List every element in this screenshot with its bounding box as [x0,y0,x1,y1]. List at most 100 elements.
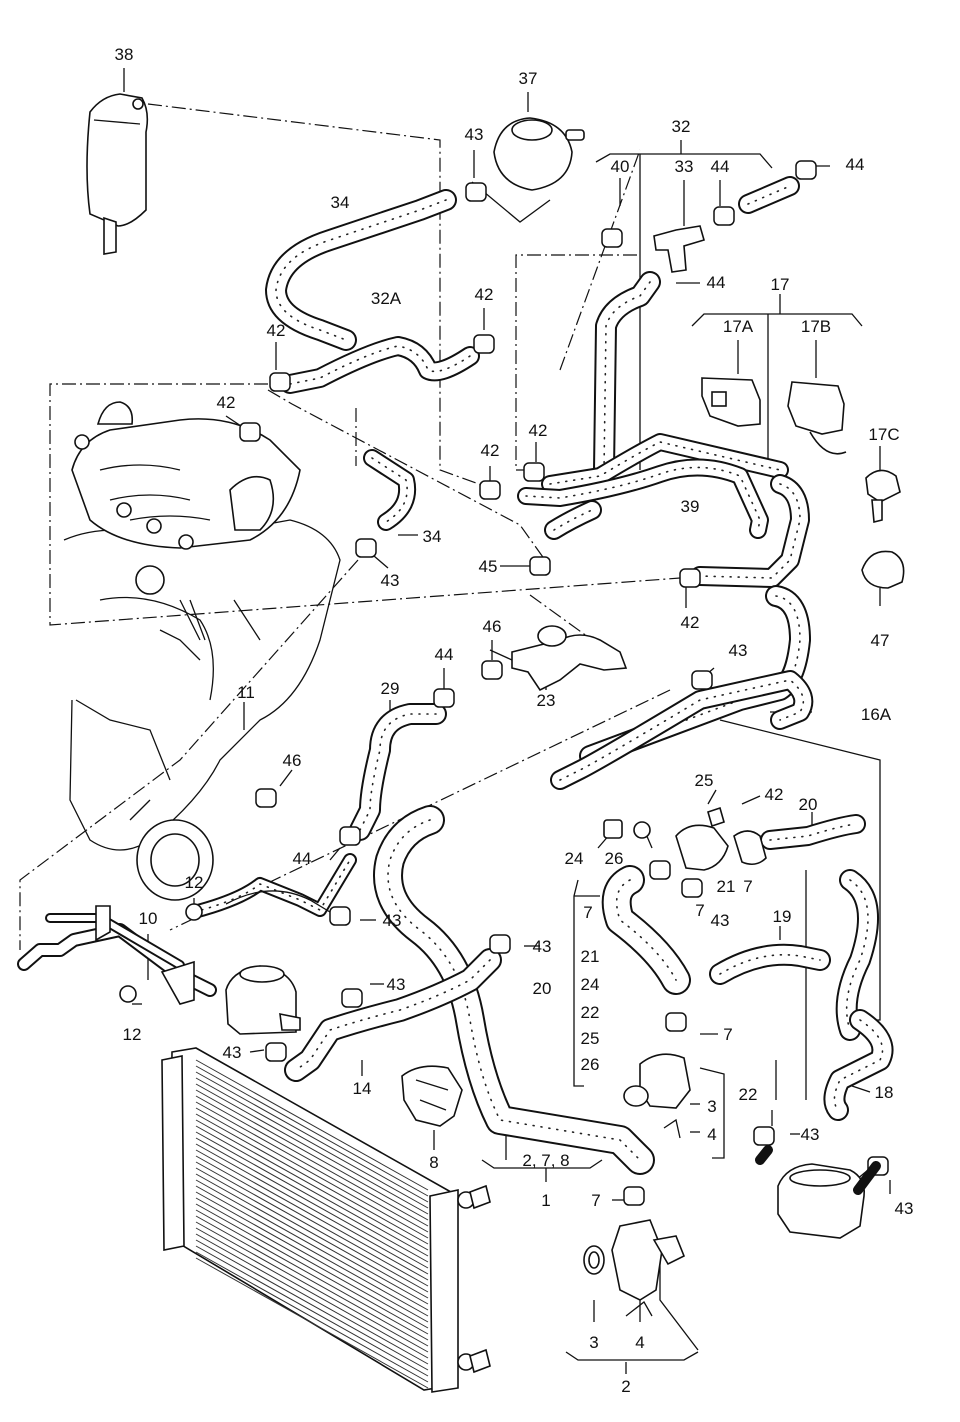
hose-clamp [473,334,495,354]
part-label-25: 25 [695,771,714,790]
part-label-44a: 44 [711,157,730,176]
hose-clamp [465,182,487,202]
hose-20 [760,814,866,850]
part-label-39: 39 [681,497,700,516]
radiator-fin [195,1155,429,1287]
radiator-fin [195,1137,429,1269]
radiator-fin [195,1215,429,1347]
hose-clamp [433,688,455,708]
hose-clamp [529,556,551,576]
part-label-17B: 17B [801,317,831,336]
radiator-fin [195,1119,429,1251]
expansion-reservoir-upper [86,93,149,255]
part-label-43h: 43 [223,1043,242,1062]
part-label-44c: 44 [707,273,726,292]
part-label-8: 8 [429,1153,438,1172]
radiator-fin [195,1227,429,1359]
part-label-43j: 43 [895,1199,914,1218]
radiator-fin [195,1257,429,1389]
part-label-17: 17 [771,275,790,294]
radiator-fin [195,1077,429,1209]
part-label-43g: 43 [387,975,406,994]
hose-7-vertical [601,865,691,995]
engine-block [63,519,341,901]
part-label-42e: 42 [529,421,548,440]
radiator-fin [195,1185,429,1317]
hose-clamp [601,228,623,248]
part-label-20a: 20 [799,795,818,814]
hose-32-right [738,176,800,214]
radiator-fin [195,1239,429,1371]
part-label-12a: 12 [185,873,204,892]
spring-clip-47 [861,550,905,589]
hose-19 [709,943,831,985]
radiator-fin [195,1191,429,1323]
hose-34-lower [363,449,416,531]
part-label-3b: 3 [589,1333,598,1352]
hose-clamp [329,906,351,926]
part-label-29: 29 [381,679,400,698]
hose-18 [835,869,879,1041]
hose-clamp [649,860,671,880]
hose-clamps [239,160,889,1206]
part-label-17C: 17C [868,425,899,444]
hose-clamp [489,934,511,954]
oil-cooler [755,1145,881,1239]
part-label-2group: 2, 7, 8 [522,1151,569,1170]
part-label-7c: 7 [695,901,704,920]
hose-39-main [517,458,769,539]
hose-clamp [269,372,291,392]
part-label-44e: 44 [293,849,312,868]
radiator-fin [195,1197,429,1329]
part-label-43c: 43 [729,641,748,660]
radiator-fin [195,1179,429,1311]
part-label-12b: 12 [123,1025,142,1044]
hose-44-upper [593,271,661,481]
expansion-tank [471,117,585,223]
part-label-2: 2 [621,1377,630,1396]
part-label-43a: 43 [465,125,484,144]
radiator-fin [195,1083,429,1215]
radiator-fin [195,1149,429,1281]
radiator-fin [195,1161,429,1293]
hose-clamp [265,1042,287,1062]
hose-29 [349,703,447,841]
radiator-fin [195,1059,429,1191]
hose-clamp [665,1012,687,1032]
part-label-26b: 26 [581,1055,600,1074]
part-label-24b: 24 [581,975,600,994]
part-label-42g: 42 [765,785,784,804]
part-label-46b: 46 [283,751,302,770]
radiator-fin [195,1233,429,1365]
part-label-43d: 43 [383,911,402,930]
coolant-fitting [603,806,767,871]
hose-clamp [479,480,501,500]
part-label-3a: 3 [707,1097,716,1116]
radiator-fin [195,1107,429,1239]
hose-16a-lower [550,670,814,790]
part-label-23: 23 [537,691,556,710]
radiator-fin [195,1173,429,1305]
coolant-flange [489,625,628,692]
part-label-33: 33 [675,157,694,176]
radiator-fin [195,1065,429,1197]
part-label-34a: 34 [331,193,350,212]
thermostat-housing-upper [623,1053,691,1139]
part-label-22b: 22 [739,1085,758,1104]
part-label-44d: 44 [435,645,454,664]
part-label-47: 47 [871,631,890,650]
part-label-32A: 32A [371,289,402,308]
part-label-4b: 4 [635,1333,644,1352]
part-label-43f: 43 [711,911,730,930]
radiator-fin [195,1245,429,1377]
hose-clamp [753,1126,775,1146]
part-label-17A: 17A [723,317,754,336]
hose-12-line [187,853,357,919]
hose-clamp [681,878,703,898]
part-label-22a: 22 [581,1003,600,1022]
mounting-bracket [401,1065,463,1127]
hose-32a [280,336,480,394]
